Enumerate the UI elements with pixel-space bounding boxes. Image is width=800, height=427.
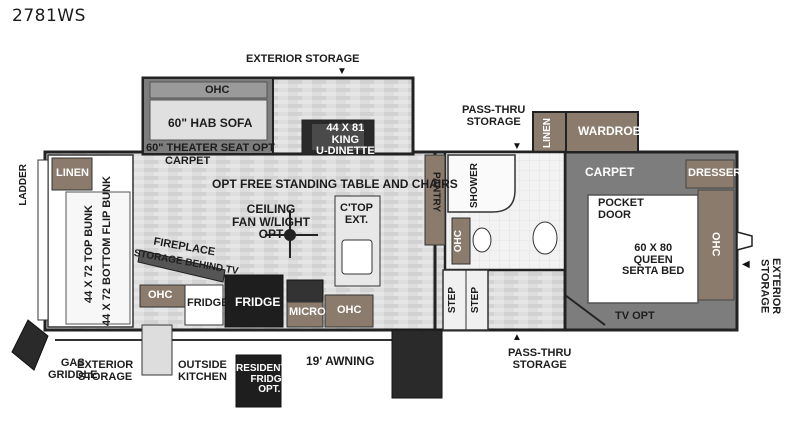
residential-fridge-box xyxy=(235,354,282,408)
wardrobe-block xyxy=(565,111,639,153)
arrow-down-icon-2: ▼ xyxy=(512,141,522,152)
sink xyxy=(532,221,558,255)
fridge-main-label: FRIDGE xyxy=(235,295,281,309)
ohc-micro-label: OHC xyxy=(337,304,362,316)
arrow-left-icon: ◀ xyxy=(742,259,750,270)
ohc-kitchen-label: OHC xyxy=(148,289,173,301)
bath-ohc xyxy=(451,217,471,265)
sofa xyxy=(149,99,268,141)
bottom-bunk-label: 44 X 72 BOTTOM FLIP BUNK xyxy=(101,176,113,326)
gas-griddle-label: GAS GRIDDLE xyxy=(48,357,98,381)
pass-thru-top: PASS-THRU STORAGE xyxy=(462,104,526,128)
wardrobe-label: WARDROBE xyxy=(578,124,650,138)
ceiling-fan-label: CEILING FAN W/LIGHT OPT xyxy=(232,202,310,242)
ohc-top-label: OHC xyxy=(205,84,230,96)
ladder-label: LADDER xyxy=(18,164,29,206)
hab-sofa-label: 60" HAB SOFA xyxy=(168,116,253,130)
linen-bedroom xyxy=(532,111,567,153)
toilet xyxy=(472,227,492,253)
pantry-label: PANTRY xyxy=(430,172,442,212)
pantry-block xyxy=(424,154,446,246)
bunk xyxy=(65,191,131,325)
pocket-door-label: POCKET DOOR xyxy=(598,197,644,221)
carpet-top-label: CARPET xyxy=(165,155,211,167)
ceiling-fan xyxy=(265,210,318,258)
residential-fridge-label: RESIDENTIAL FRIDGE OPT. xyxy=(236,363,303,395)
ctop-ext-label: C'TOP EXT. xyxy=(340,202,373,226)
carpet-bedroom-label: CARPET xyxy=(585,165,635,179)
arrow-up-icon: ▲ xyxy=(512,332,522,343)
awning-label: 19' AWNING xyxy=(306,354,375,368)
exterior-storage-top: EXTERIOR STORAGE xyxy=(246,53,360,65)
ohc-micro xyxy=(324,294,374,328)
arrow-down-icon: ▼ xyxy=(337,66,347,77)
king-dinette-label: 44 X 81 KING U-DINETTE xyxy=(316,122,375,158)
entry-steps xyxy=(391,329,443,399)
tv-opt-label: TV OPT xyxy=(615,310,655,322)
exterior-storage-bottom: EXTERIOR STORAGE xyxy=(77,359,134,383)
bedroom-door xyxy=(564,294,606,326)
stove xyxy=(286,279,324,303)
shower xyxy=(447,154,516,213)
fireplace xyxy=(137,249,226,283)
dinette-table xyxy=(312,124,364,150)
linen-bedroom-label: LINEN xyxy=(542,118,553,148)
linen-bunk-label: LINEN xyxy=(56,167,89,179)
outside-kitchen-box xyxy=(141,324,173,376)
exterior-storage-right: EXTERIOR STORAGE xyxy=(758,258,783,315)
dresser-label: DRESSER xyxy=(688,167,742,179)
pass-thru-bottom: PASS-THRU STORAGE xyxy=(508,347,572,371)
step-label-1: STEP xyxy=(447,287,458,314)
ohc-bath-label: OHC xyxy=(453,230,464,253)
shower-label: SHOWER xyxy=(469,163,480,208)
fridge-main xyxy=(224,274,284,328)
ohc-bedroom-label: OHC xyxy=(709,232,722,257)
top-bunk-label: 44 X 72 TOP BUNK xyxy=(83,205,95,304)
kitchen-sink xyxy=(341,239,373,275)
ladder xyxy=(37,159,49,321)
gas-griddle xyxy=(11,319,49,371)
micro-block xyxy=(286,301,324,328)
micro-label: MICRO xyxy=(289,306,326,318)
fridge-small-label: FRIDGE xyxy=(187,297,229,309)
dresser-block xyxy=(685,159,735,189)
theater-seat-label: 60" THEATER SEAT OPT xyxy=(146,142,275,154)
fridge-small xyxy=(184,284,224,326)
outside-kitchen-label: OUTSIDE KITCHEN xyxy=(178,359,227,383)
bedroom-ohc xyxy=(697,189,735,301)
ohc-top xyxy=(149,81,268,99)
hitch xyxy=(736,231,753,251)
queen-bed-label: 60 X 80 QUEEN SERTA BED xyxy=(622,242,685,278)
model-name: 2781WS xyxy=(12,6,86,26)
linen-bunk xyxy=(51,157,93,191)
step-label-2: STEP xyxy=(470,287,481,314)
free-standing-label: OPT FREE STANDING TABLE AND CHAIRS xyxy=(212,177,458,191)
